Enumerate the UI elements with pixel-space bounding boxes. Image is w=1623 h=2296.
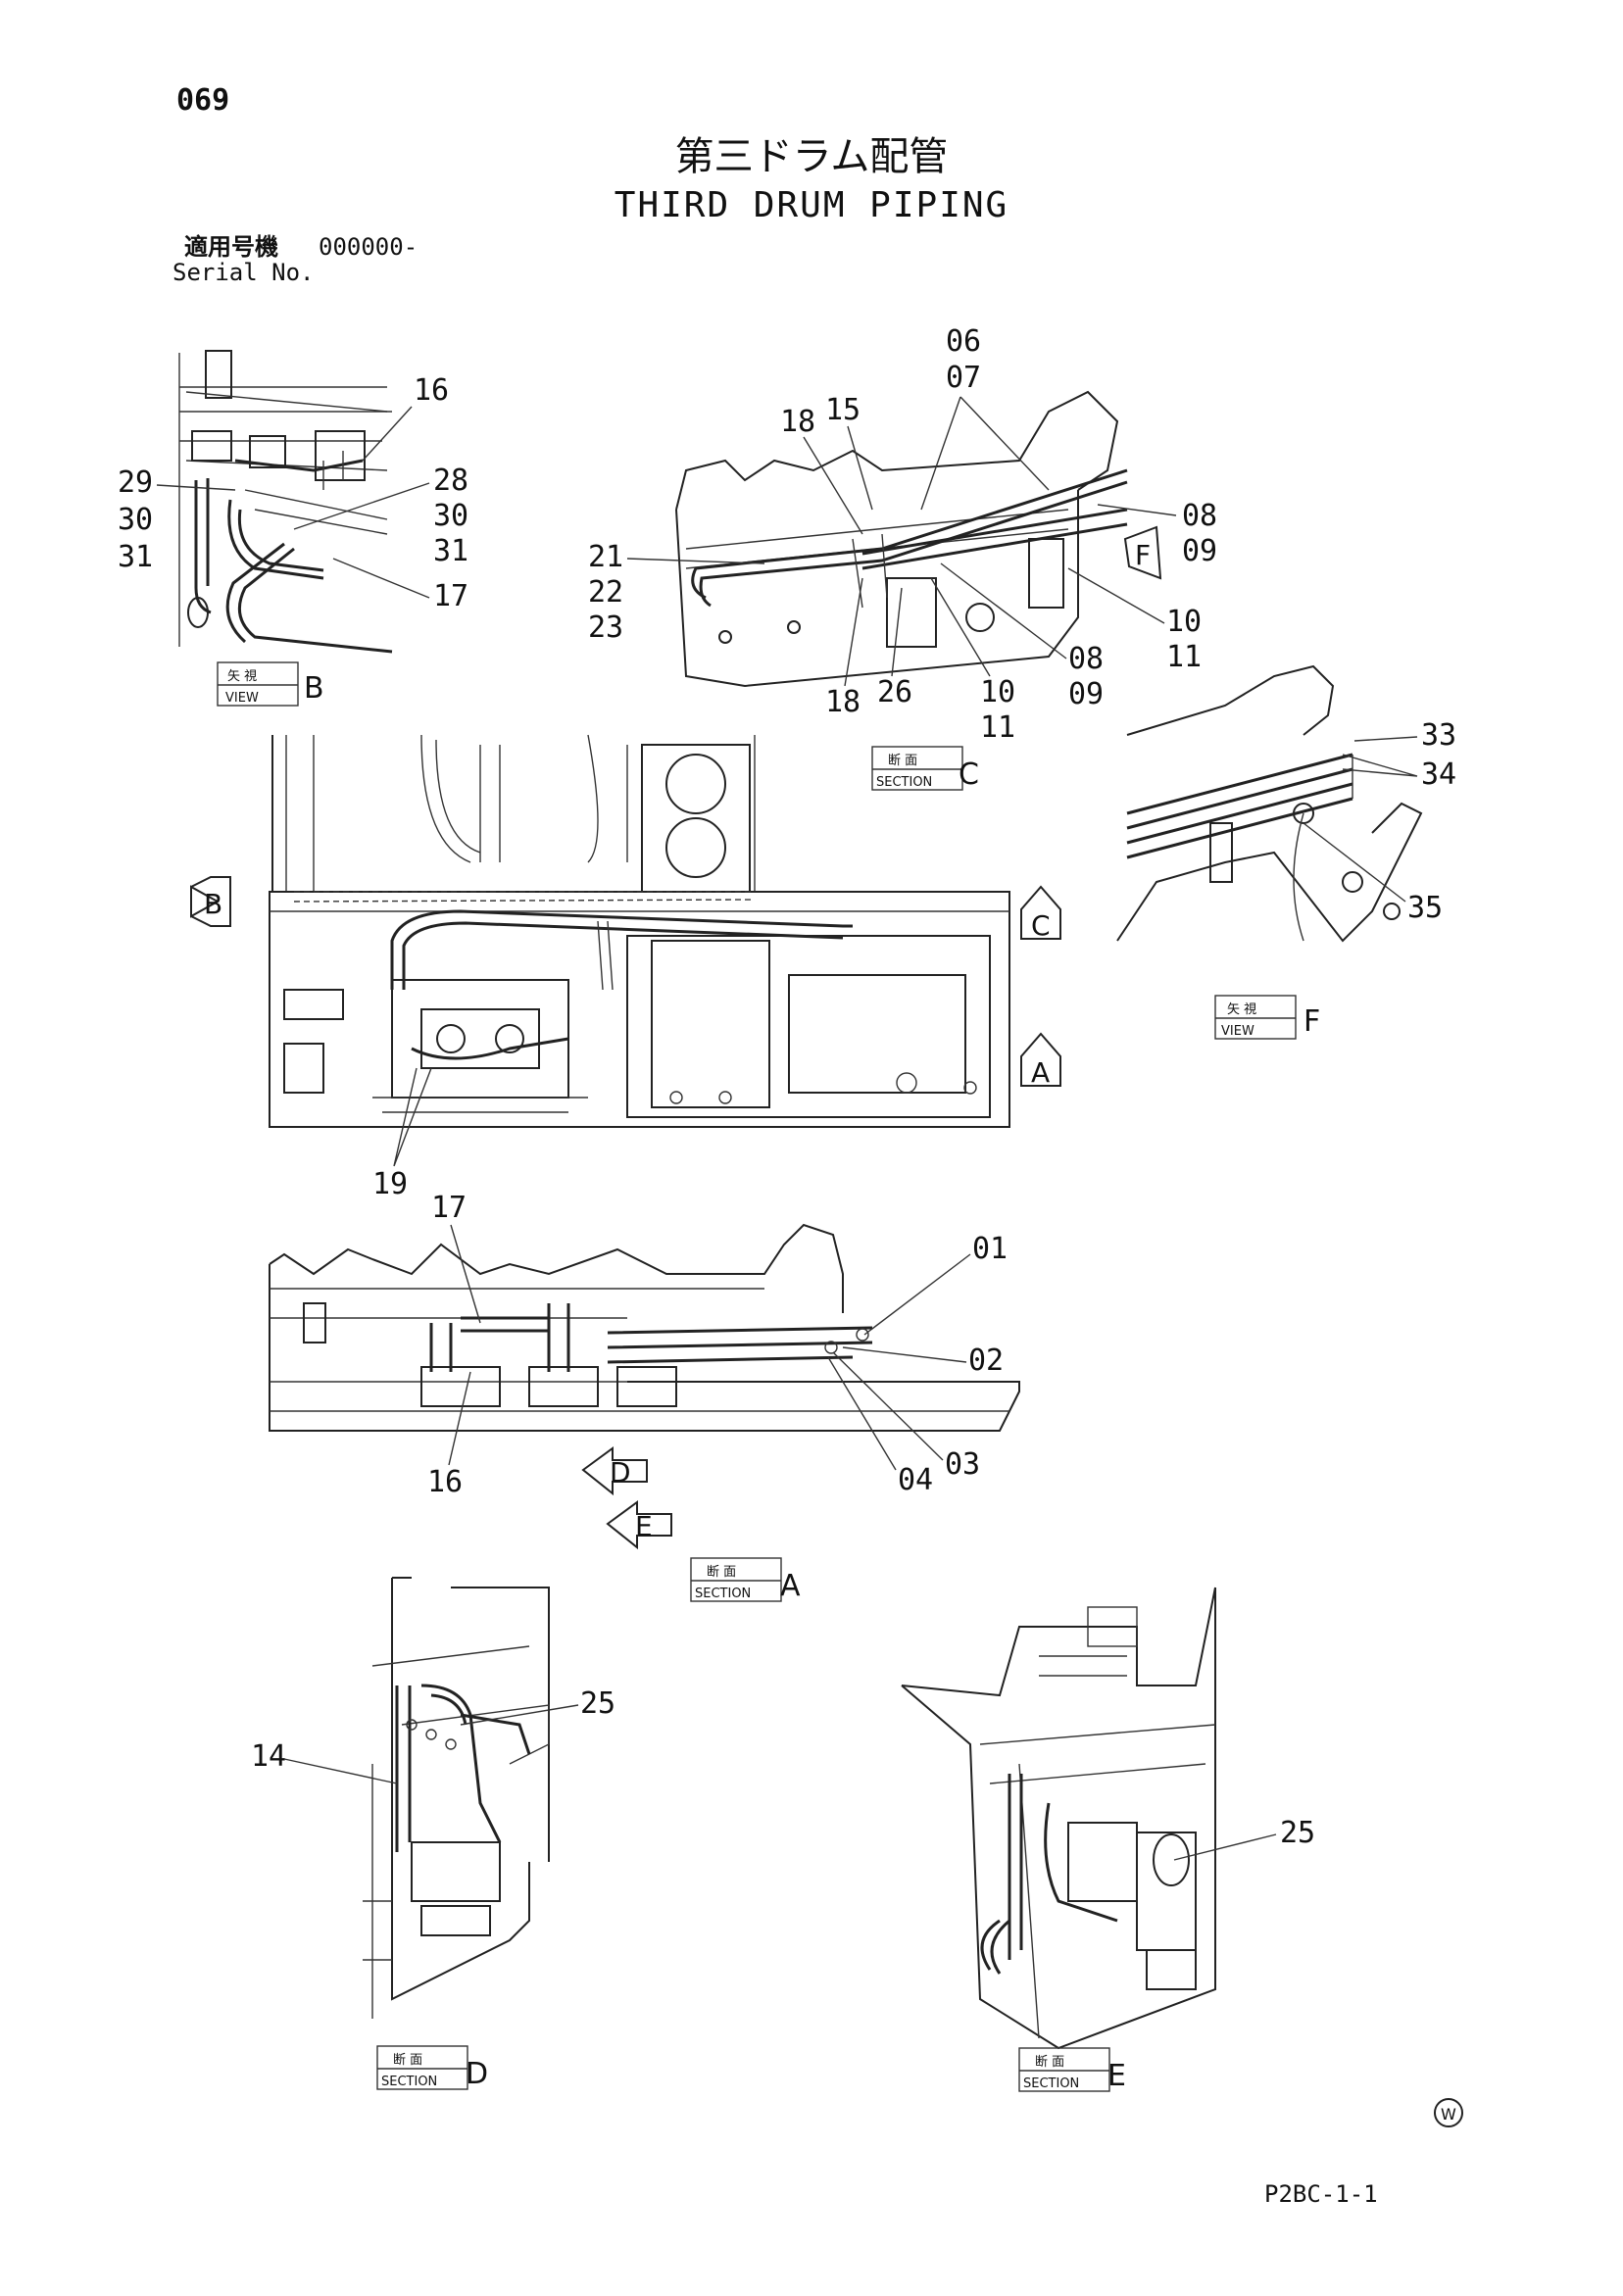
section-c-letter: C xyxy=(959,757,979,792)
svg-text:SECTION: SECTION xyxy=(876,775,932,790)
svg-text:矢 視: 矢 視 xyxy=(1227,1002,1256,1017)
plan-arrow-letter: B xyxy=(204,888,222,920)
view-f-arrow-letter: F xyxy=(1135,539,1151,571)
view-b-callout: 31 xyxy=(118,540,153,574)
plan-callout: 19 xyxy=(372,1167,408,1201)
section-a-letter: A xyxy=(780,1569,801,1603)
view-f-letter: F xyxy=(1303,1004,1320,1039)
section-c-callout: 15 xyxy=(825,393,861,427)
section-a-callout: 01 xyxy=(972,1232,1008,1266)
plan-view-callouts: 19 xyxy=(372,1067,432,1201)
section-c-callout: 18 xyxy=(780,405,815,439)
page-number: 069 xyxy=(176,83,230,118)
view-f-arrow xyxy=(1123,525,1162,580)
serial-label-japanese: 適用号機 xyxy=(184,233,278,261)
section-a-arrow-letter: D xyxy=(610,1456,631,1489)
section-e-callouts: 25 xyxy=(1173,1816,1315,1861)
section-c-callout: 26 xyxy=(877,675,912,709)
section-a-callout: 02 xyxy=(968,1343,1004,1378)
section-c-callout: 09 xyxy=(1068,677,1104,711)
serial-value: 000000- xyxy=(319,233,418,261)
section-c-callout: 08 xyxy=(1068,642,1104,676)
section-a-callout: 17 xyxy=(431,1191,467,1225)
view-f-callout: 33 xyxy=(1421,718,1456,753)
title-japanese: 第三ドラム配管 xyxy=(674,134,949,179)
section-c-callout: 11 xyxy=(1166,640,1202,674)
svg-text:SECTION: SECTION xyxy=(1023,2076,1079,2091)
section-c-callout: 18 xyxy=(825,685,861,719)
svg-text:SECTION: SECTION xyxy=(695,1587,751,1601)
view-b-drawing xyxy=(178,350,393,654)
serial-label-english: Serial No. xyxy=(172,259,315,286)
section-c-callout: 09 xyxy=(1182,534,1217,568)
drawing-code: P2BC-1-1 xyxy=(1264,2180,1378,2208)
section-c-callout: 22 xyxy=(588,575,623,610)
svg-text:矢 視: 矢 視 xyxy=(227,669,257,684)
plan-view-drawing xyxy=(269,734,1010,1128)
section-a-label-box: 断 面 SECTION A xyxy=(690,1557,801,1603)
plan-arrow-letter: A xyxy=(1031,1056,1050,1089)
section-c-callout: 08 xyxy=(1182,499,1217,533)
view-b-callout: 30 xyxy=(118,503,153,537)
section-a-arrow-letter: E xyxy=(635,1510,653,1542)
view-b-label-box: 矢 視 VIEW B xyxy=(217,661,324,707)
section-c-callout: 21 xyxy=(588,540,623,574)
section-a-callouts: 17 01 02 03 04 16 xyxy=(427,1191,1008,1499)
view-b-callouts: 16 28 30 31 17 29 30 31 xyxy=(118,373,468,613)
section-d-callouts: 25 14 xyxy=(251,1686,615,1784)
view-f-callout: 34 xyxy=(1421,757,1456,792)
view-b-callout: 31 xyxy=(433,534,468,568)
section-d-label-box: 断 面 SECTION D xyxy=(376,2045,488,2091)
section-a-callout: 16 xyxy=(427,1465,463,1499)
section-a-drawing xyxy=(269,1223,1020,1432)
section-c-callout: 11 xyxy=(980,710,1015,745)
section-c-label-box: 断 面 SECTION C xyxy=(871,746,979,792)
section-c-callout: 07 xyxy=(946,361,981,395)
svg-text:SECTION: SECTION xyxy=(381,2075,437,2089)
plan-view-arrows: B C A xyxy=(190,876,1061,1089)
section-c-callout: 10 xyxy=(980,675,1015,709)
view-f-callout: 35 xyxy=(1407,891,1443,925)
view-b-callout: 28 xyxy=(433,464,468,498)
svg-text:W: W xyxy=(1441,2105,1456,2124)
section-c-callout: 10 xyxy=(1166,605,1202,639)
view-b-callout: 16 xyxy=(414,373,449,408)
view-f-label-box: 矢 視 VIEW F xyxy=(1214,995,1320,1040)
view-f-callouts: 33 34 35 xyxy=(1303,718,1456,925)
view-f-drawing xyxy=(1116,664,1423,943)
section-e-callout: 25 xyxy=(1280,1816,1315,1850)
view-b-letter: B xyxy=(304,671,324,706)
section-a-callout: 04 xyxy=(898,1463,933,1497)
plan-arrow-letter: C xyxy=(1031,909,1051,942)
section-d-callout: 25 xyxy=(580,1686,615,1721)
view-b-callout: 30 xyxy=(433,499,468,533)
section-e-drawing xyxy=(901,1587,1216,2050)
svg-text:断 面: 断 面 xyxy=(888,754,917,768)
svg-text:断 面: 断 面 xyxy=(1035,2055,1064,2070)
svg-text:断 面: 断 面 xyxy=(393,2053,422,2068)
section-a-arrows: D E xyxy=(581,1446,672,1550)
section-c-callout: 23 xyxy=(588,611,623,645)
w-mark: W xyxy=(1434,2098,1463,2127)
svg-text:VIEW: VIEW xyxy=(225,691,259,706)
section-e-label-box: 断 面 SECTION E xyxy=(1018,2047,1126,2093)
section-d-callout: 14 xyxy=(251,1739,286,1774)
section-d-drawing xyxy=(363,1577,550,2019)
svg-text:断 面: 断 面 xyxy=(707,1565,736,1580)
section-c-callouts: 06 07 15 18 21 22 23 08 09 F 10 11 08 09… xyxy=(588,324,1217,745)
section-c-callout: 06 xyxy=(946,324,981,359)
section-d-letter: D xyxy=(466,2057,488,2091)
section-c-drawing xyxy=(675,390,1128,688)
view-b-callout: 17 xyxy=(433,579,468,613)
section-e-letter: E xyxy=(1107,2059,1126,2093)
title-english: THIRD DRUM PIPING xyxy=(614,185,1009,225)
section-a-callout: 03 xyxy=(945,1447,980,1482)
view-b-callout: 29 xyxy=(118,465,153,500)
svg-text:VIEW: VIEW xyxy=(1221,1024,1254,1039)
